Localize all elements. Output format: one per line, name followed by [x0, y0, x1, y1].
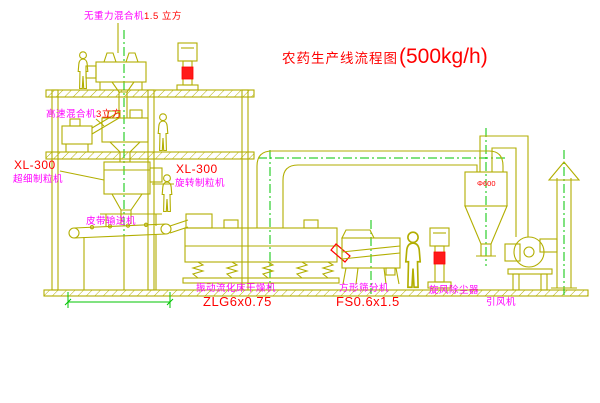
label-fine-granulator-name: 超细制粒机 — [13, 174, 64, 185]
gravity-mixer-spec: 1.5 立方 — [144, 11, 182, 22]
label-belt-conveyor: 皮带输送机 — [86, 216, 137, 227]
control-pedestal-2 — [427, 227, 452, 289]
induced-draft-fan — [504, 236, 558, 291]
red-discharge-chute — [330, 243, 351, 263]
label-cyclone-name: 旋风除尘器 — [429, 285, 480, 296]
high-speed-mixer-name: 高速混合机 — [46, 109, 97, 120]
label-rotary-granulator-name: 旋转制粒机 — [175, 178, 226, 189]
label-fan-name: 引风机 — [486, 297, 517, 308]
high-speed-mixer — [95, 109, 149, 162]
drawing-title: 农药生产线流程图 (500kg/h) — [282, 45, 488, 69]
pedestal-button — [433, 251, 446, 265]
title-text: 农药生产线流程图 — [282, 51, 398, 66]
cyclone-separator — [464, 171, 508, 257]
dimension-line — [64, 292, 174, 308]
transfer-duct — [256, 150, 504, 228]
label-sifter-name: 方形筛分机 — [339, 283, 390, 294]
control-pedestal-1 — [176, 42, 199, 91]
square-sifter — [341, 229, 401, 285]
label-high-speed-mixer: 高速混合机3立方 — [46, 110, 122, 120]
title-capacity: (500kg/h) — [399, 45, 488, 68]
building-structure — [45, 89, 255, 291]
label-gravity-mixer: 无重力混合机1.5 立方 — [84, 12, 182, 22]
pedestal-button — [181, 66, 194, 80]
label-rotary-granulator-model: XL-300 — [176, 162, 218, 176]
label-dryer-model: ZLG6x0.75 — [203, 294, 272, 309]
belt-conveyor — [68, 219, 189, 290]
gravity-mixer-name: 无重力混合机 — [84, 11, 145, 22]
ground-line — [43, 289, 589, 297]
side-feeder — [61, 111, 120, 152]
label-cyclone-size: Φ600 — [477, 179, 496, 188]
label-fine-granulator-model: XL-300 — [14, 158, 56, 172]
gravity-mixer — [85, 23, 147, 118]
exhaust-stack — [547, 161, 581, 289]
cyclone-outlet-duct — [479, 135, 529, 237]
fluid-bed-dryer — [182, 213, 340, 284]
person-figure-level2 — [157, 113, 169, 152]
person-figure-ground — [404, 231, 422, 289]
rotary-granulator — [59, 161, 174, 226]
high-speed-mixer-spec: 3立方 — [96, 109, 122, 120]
label-sifter-model: FS0.6x1.5 — [336, 294, 400, 309]
label-dryer-name: 振动流化床干燥机 — [196, 283, 277, 294]
person-figure-level3 — [161, 174, 173, 213]
